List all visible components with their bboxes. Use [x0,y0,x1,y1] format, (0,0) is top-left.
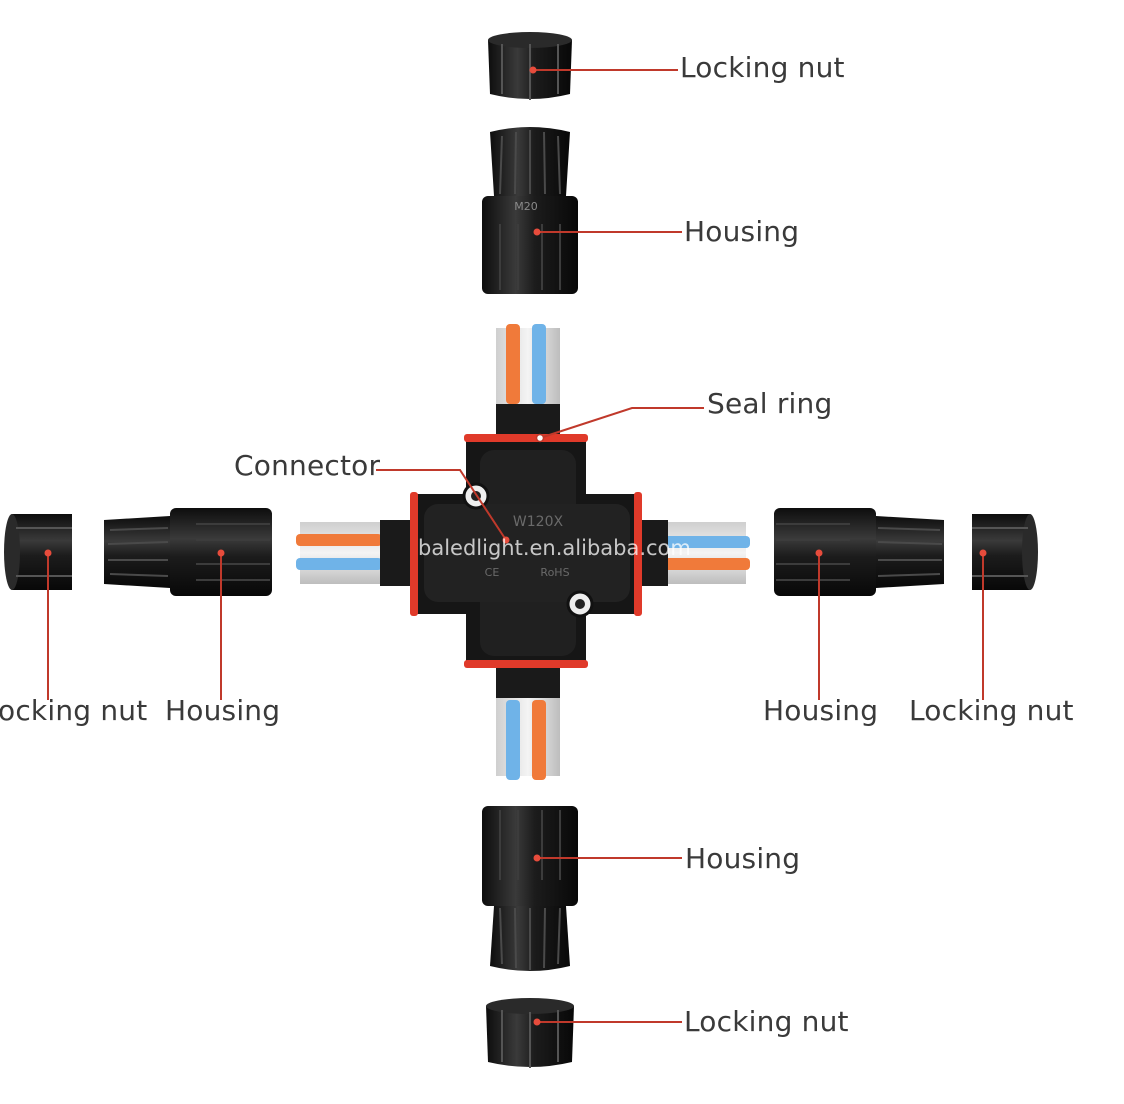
right-locking-nut [972,514,1038,590]
top-housing-thread-mark: M20 [514,200,538,213]
label-left-housing: Housing [165,694,281,727]
bottom-housing [482,806,578,971]
label-top-locking-nut: Locking nut [680,51,845,84]
label-top-housing: Housing [684,215,800,248]
left-housing [104,508,272,596]
leader-connector [376,469,507,541]
connector-model-mark: W120X [513,514,564,530]
label-bottom-housing: Housing [685,842,801,875]
top-housing: M20 [482,127,578,294]
label-right-housing: Housing [763,694,879,727]
label-seal-ring: Seal ring [707,387,833,420]
label-connector: Connector [234,449,381,482]
leader-dots [44,66,987,1026]
top-locking-nut [488,32,572,100]
center-connector-body: W120X CE RoHS [296,324,750,780]
leader-lines [47,69,984,1023]
label-left-locking-nut: ocking nut [0,694,148,727]
left-locking-nut [4,514,72,590]
connector-rohs-mark: RoHS [540,566,569,579]
bottom-locking-nut [486,998,574,1068]
connector-ce-mark: CE [485,566,500,579]
label-right-locking-nut: Locking nut [909,694,1074,727]
right-housing [774,508,944,596]
watermark: baledlight.en.alibaba.com [418,536,691,560]
label-bottom-locking-nut: Locking nut [684,1005,849,1038]
leader-seal-ring [539,407,704,439]
